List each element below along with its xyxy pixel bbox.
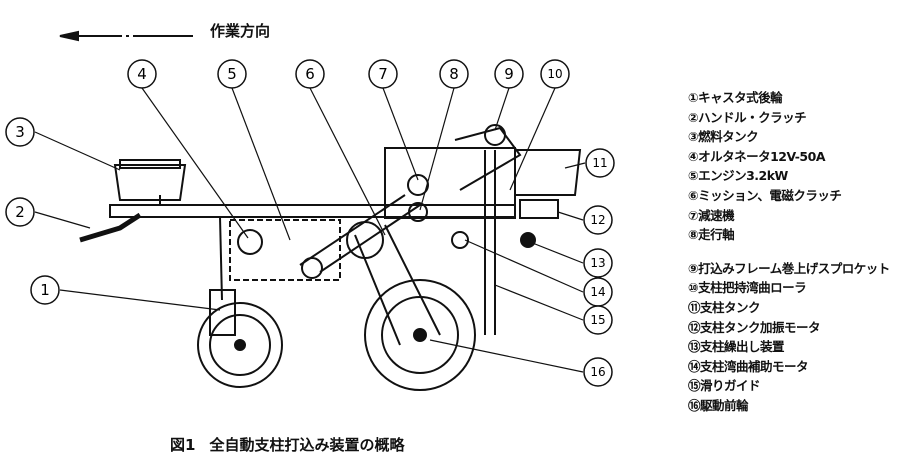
svg-text:5: 5 (227, 65, 237, 83)
svg-text:8: 8 (449, 65, 459, 83)
svg-text:4: 4 (137, 65, 147, 83)
legend-item: ⑪支柱タンク (688, 299, 761, 315)
figure-title: 全自動支柱打込み装置の概略 (209, 436, 405, 454)
callout-10: 10 (540, 59, 570, 89)
callout-3: 3 (5, 117, 35, 147)
callout-5: 5 (217, 59, 247, 89)
legend-item: ⑨打込みフレーム巻上げスプロケット (688, 260, 890, 276)
legend-item: ⑫支柱タンク加振モータ (688, 319, 821, 335)
callout-1: 1 (30, 275, 60, 305)
main-frame (109, 204, 516, 218)
svg-text:12: 12 (590, 213, 605, 227)
svg-text:13: 13 (590, 256, 605, 270)
legend-item: ⑤エンジン3.2kW (688, 168, 788, 184)
caster-rear-wheel (197, 216, 283, 388)
legend-item: ⑮滑りガイド (688, 378, 761, 394)
figure-number: 図1 (170, 436, 196, 454)
figure-caption: 図1 全自動支柱打込み装置の概略 (170, 434, 418, 455)
callout-6: 6 (295, 59, 325, 89)
callout-8: 8 (439, 59, 469, 89)
work-direction-label: 作業方向 (210, 22, 271, 40)
callout-12: 12 (583, 205, 613, 235)
legend-item: ⑬支柱繰出し装置 (688, 339, 785, 355)
callout-2: 2 (5, 197, 35, 227)
legend-item: ②ハンドル・クラッチ (688, 109, 807, 125)
svg-text:6: 6 (305, 65, 315, 83)
svg-text:9: 9 (504, 65, 514, 83)
callout-16: 16 (583, 357, 613, 387)
svg-text:10: 10 (547, 67, 562, 81)
parts-legend: ①キャスタ式後輪 ②ハンドル・クラッチ ③燃料タンク ④オルタネータ12V-50… (688, 88, 890, 416)
legend-item: ⑧走行軸 (688, 227, 735, 243)
direction-arrow (59, 30, 195, 42)
callouts: 1 2 3 4 5 6 7 8 9 10 11 12 13 14 15 16 (5, 59, 615, 387)
legend-item: ①キャスタ式後輪 (688, 90, 783, 105)
svg-text:1: 1 (40, 281, 50, 299)
handle (79, 212, 142, 243)
callout-9: 9 (494, 59, 524, 89)
svg-text:15: 15 (590, 313, 605, 327)
legend-item: ⑭支柱湾曲補助モータ (688, 358, 809, 374)
leader-lines (34, 87, 586, 373)
callout-13: 13 (583, 248, 613, 278)
svg-text:11: 11 (592, 156, 607, 170)
slide-guide (484, 150, 496, 335)
svg-text:2: 2 (15, 203, 25, 221)
engine (229, 219, 341, 281)
callout-14: 14 (583, 277, 613, 307)
callout-15: 15 (583, 305, 613, 335)
svg-text:7: 7 (378, 65, 388, 83)
svg-text:14: 14 (590, 285, 605, 299)
legend-item: ⑥ミッション、電磁クラッチ (688, 187, 842, 203)
front-drive-wheel (354, 224, 476, 391)
drive-belt (299, 194, 421, 273)
legend-item: ⑯駆動前輪 (688, 397, 749, 413)
svg-text:16: 16 (590, 365, 605, 379)
svg-text:3: 3 (15, 123, 25, 141)
legend-item: ③燃料タンク (688, 129, 759, 145)
fuel-tank (113, 159, 187, 206)
callout-7: 7 (368, 59, 398, 89)
legend-item: ⑦減速機 (688, 207, 735, 223)
callout-4: 4 (127, 59, 157, 89)
legend-item: ⑩支柱把持湾曲ローラ (688, 280, 807, 296)
callout-11: 11 (585, 148, 615, 178)
legend-item: ④オルタネータ12V-50A (688, 148, 826, 164)
alternator (237, 229, 263, 255)
